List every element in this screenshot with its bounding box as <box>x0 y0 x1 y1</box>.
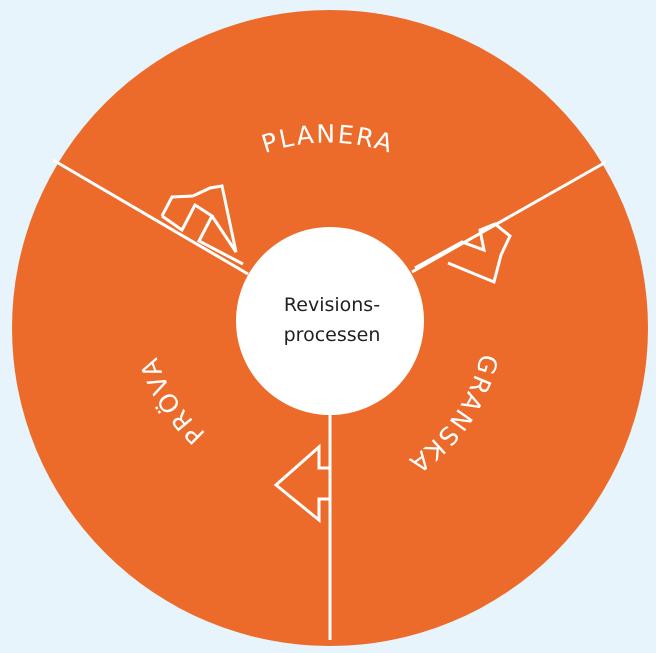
arrow-granska-to-prova <box>273 415 332 524</box>
arrow-planera-to-granska <box>414 222 512 285</box>
divider-right <box>411 160 607 274</box>
divider-left <box>52 158 249 276</box>
arrow-prova-to-planera <box>160 184 244 266</box>
center-label-line1: Revisions- <box>284 294 380 316</box>
center-circle <box>236 227 424 415</box>
center-label-line2: processen <box>284 324 381 346</box>
